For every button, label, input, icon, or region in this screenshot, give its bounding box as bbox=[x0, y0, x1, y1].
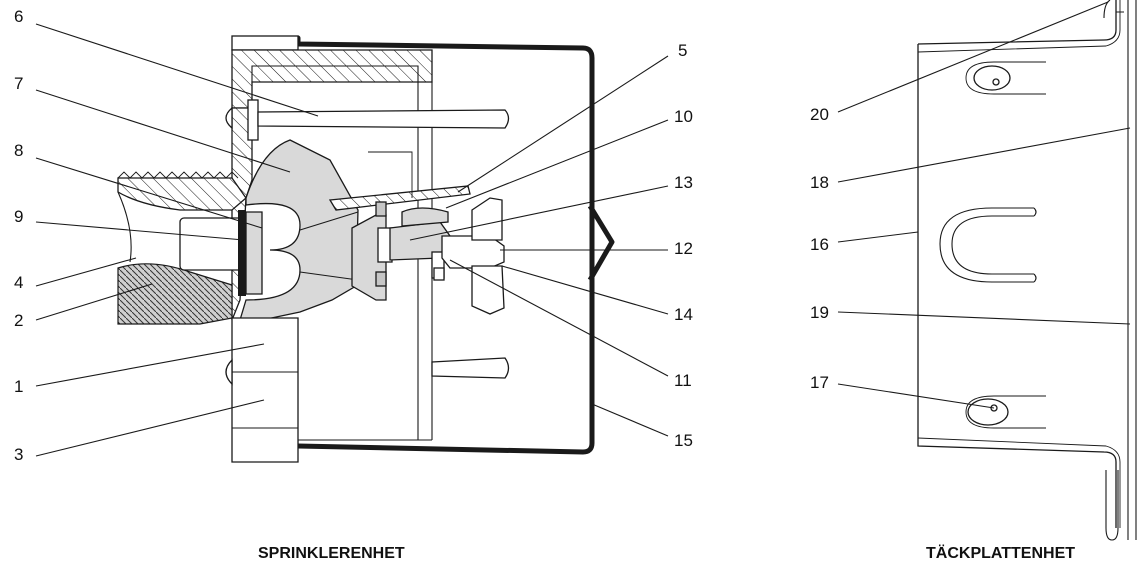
body-top-hatch bbox=[231, 49, 433, 109]
caption-cover-plate-unit: TÄCKPLATTENHET bbox=[926, 544, 1075, 562]
rail-outer bbox=[1127, 0, 1137, 540]
bolt-6-shaft bbox=[257, 109, 510, 129]
thread-top-teeth bbox=[117, 171, 239, 179]
cup-outline bbox=[232, 35, 595, 455]
callout-7: 7 bbox=[14, 74, 23, 93]
lever-5-box bbox=[368, 151, 413, 198]
callout-14: 14 bbox=[674, 305, 693, 324]
callout-13: 13 bbox=[674, 173, 693, 192]
cover-plate-assembly bbox=[917, 0, 1137, 541]
leader-lines bbox=[35, 1, 1131, 457]
lever-body-12 bbox=[441, 235, 505, 269]
bolt-6 bbox=[247, 99, 259, 141]
callout-numbers: 6 7 8 9 4 2 1 3 5 10 13 12 14 11 15 20 1… bbox=[14, 7, 829, 464]
bolt-lower-shaft bbox=[431, 357, 510, 379]
callout-2: 2 bbox=[14, 311, 23, 330]
slot-top bbox=[965, 61, 1046, 95]
callout-3: 3 bbox=[14, 445, 23, 464]
slot-bottom bbox=[965, 395, 1046, 429]
callout-18: 18 bbox=[810, 173, 829, 192]
callout-6: 6 bbox=[14, 7, 23, 26]
callout-19: 19 bbox=[810, 303, 829, 322]
caption-sprinkler-unit: SPRINKLERENHET bbox=[258, 545, 405, 562]
strut-block-top bbox=[375, 201, 387, 217]
cover-plate-inner-top bbox=[917, 0, 1121, 53]
cover-plate-body bbox=[917, 0, 1117, 528]
inlet-bore bbox=[117, 191, 132, 263]
callout-15: 15 bbox=[674, 431, 693, 450]
screw-cap-10 bbox=[401, 207, 449, 227]
slot-middle-end bbox=[1033, 207, 1037, 283]
callout-9: 9 bbox=[14, 207, 23, 226]
strut-block-bottom bbox=[375, 271, 387, 287]
orifice-seat bbox=[238, 210, 246, 296]
frame-arms bbox=[239, 139, 359, 321]
callout-10: 10 bbox=[674, 107, 693, 126]
inlet-lower-thread bbox=[117, 263, 233, 325]
callout-1: 1 bbox=[14, 377, 23, 396]
inlet-upper-hatch bbox=[117, 177, 247, 211]
callout-11: 11 bbox=[674, 371, 692, 390]
rail-bottom-curl bbox=[1105, 470, 1119, 541]
callout-8: 8 bbox=[14, 141, 23, 160]
hole-bottom bbox=[967, 398, 1009, 426]
callout-16: 16 bbox=[810, 235, 829, 254]
inner-frame bbox=[251, 65, 433, 446]
link-arms bbox=[299, 211, 359, 281]
guide-lower bbox=[471, 265, 505, 315]
cover-plate-inner-bottom bbox=[917, 437, 1121, 528]
callout-17: 17 bbox=[810, 373, 829, 392]
rail-top-curl bbox=[1103, 0, 1124, 19]
hole-top-dot bbox=[992, 78, 1000, 86]
hole-top bbox=[973, 65, 1011, 91]
cup-flange-top bbox=[231, 35, 299, 51]
lever-5 bbox=[328, 185, 471, 211]
orifice-cap bbox=[179, 217, 243, 271]
callout-12: 12 bbox=[674, 239, 693, 258]
base-sections bbox=[232, 371, 298, 429]
callout-20: 20 bbox=[810, 105, 829, 124]
sprinkler-assembly bbox=[117, 35, 615, 463]
guide-upper bbox=[471, 197, 503, 241]
base-knob bbox=[225, 358, 233, 386]
seal-disc bbox=[245, 211, 263, 295]
callout-5: 5 bbox=[678, 41, 687, 60]
base-body bbox=[231, 317, 299, 463]
cup-chevron bbox=[587, 204, 615, 282]
callout-4: 4 bbox=[14, 273, 23, 292]
slot-middle-outer bbox=[939, 207, 1034, 283]
bolt-6-head-left bbox=[225, 106, 233, 130]
guide-stop bbox=[433, 267, 445, 281]
slot-middle-inner bbox=[951, 215, 1034, 275]
